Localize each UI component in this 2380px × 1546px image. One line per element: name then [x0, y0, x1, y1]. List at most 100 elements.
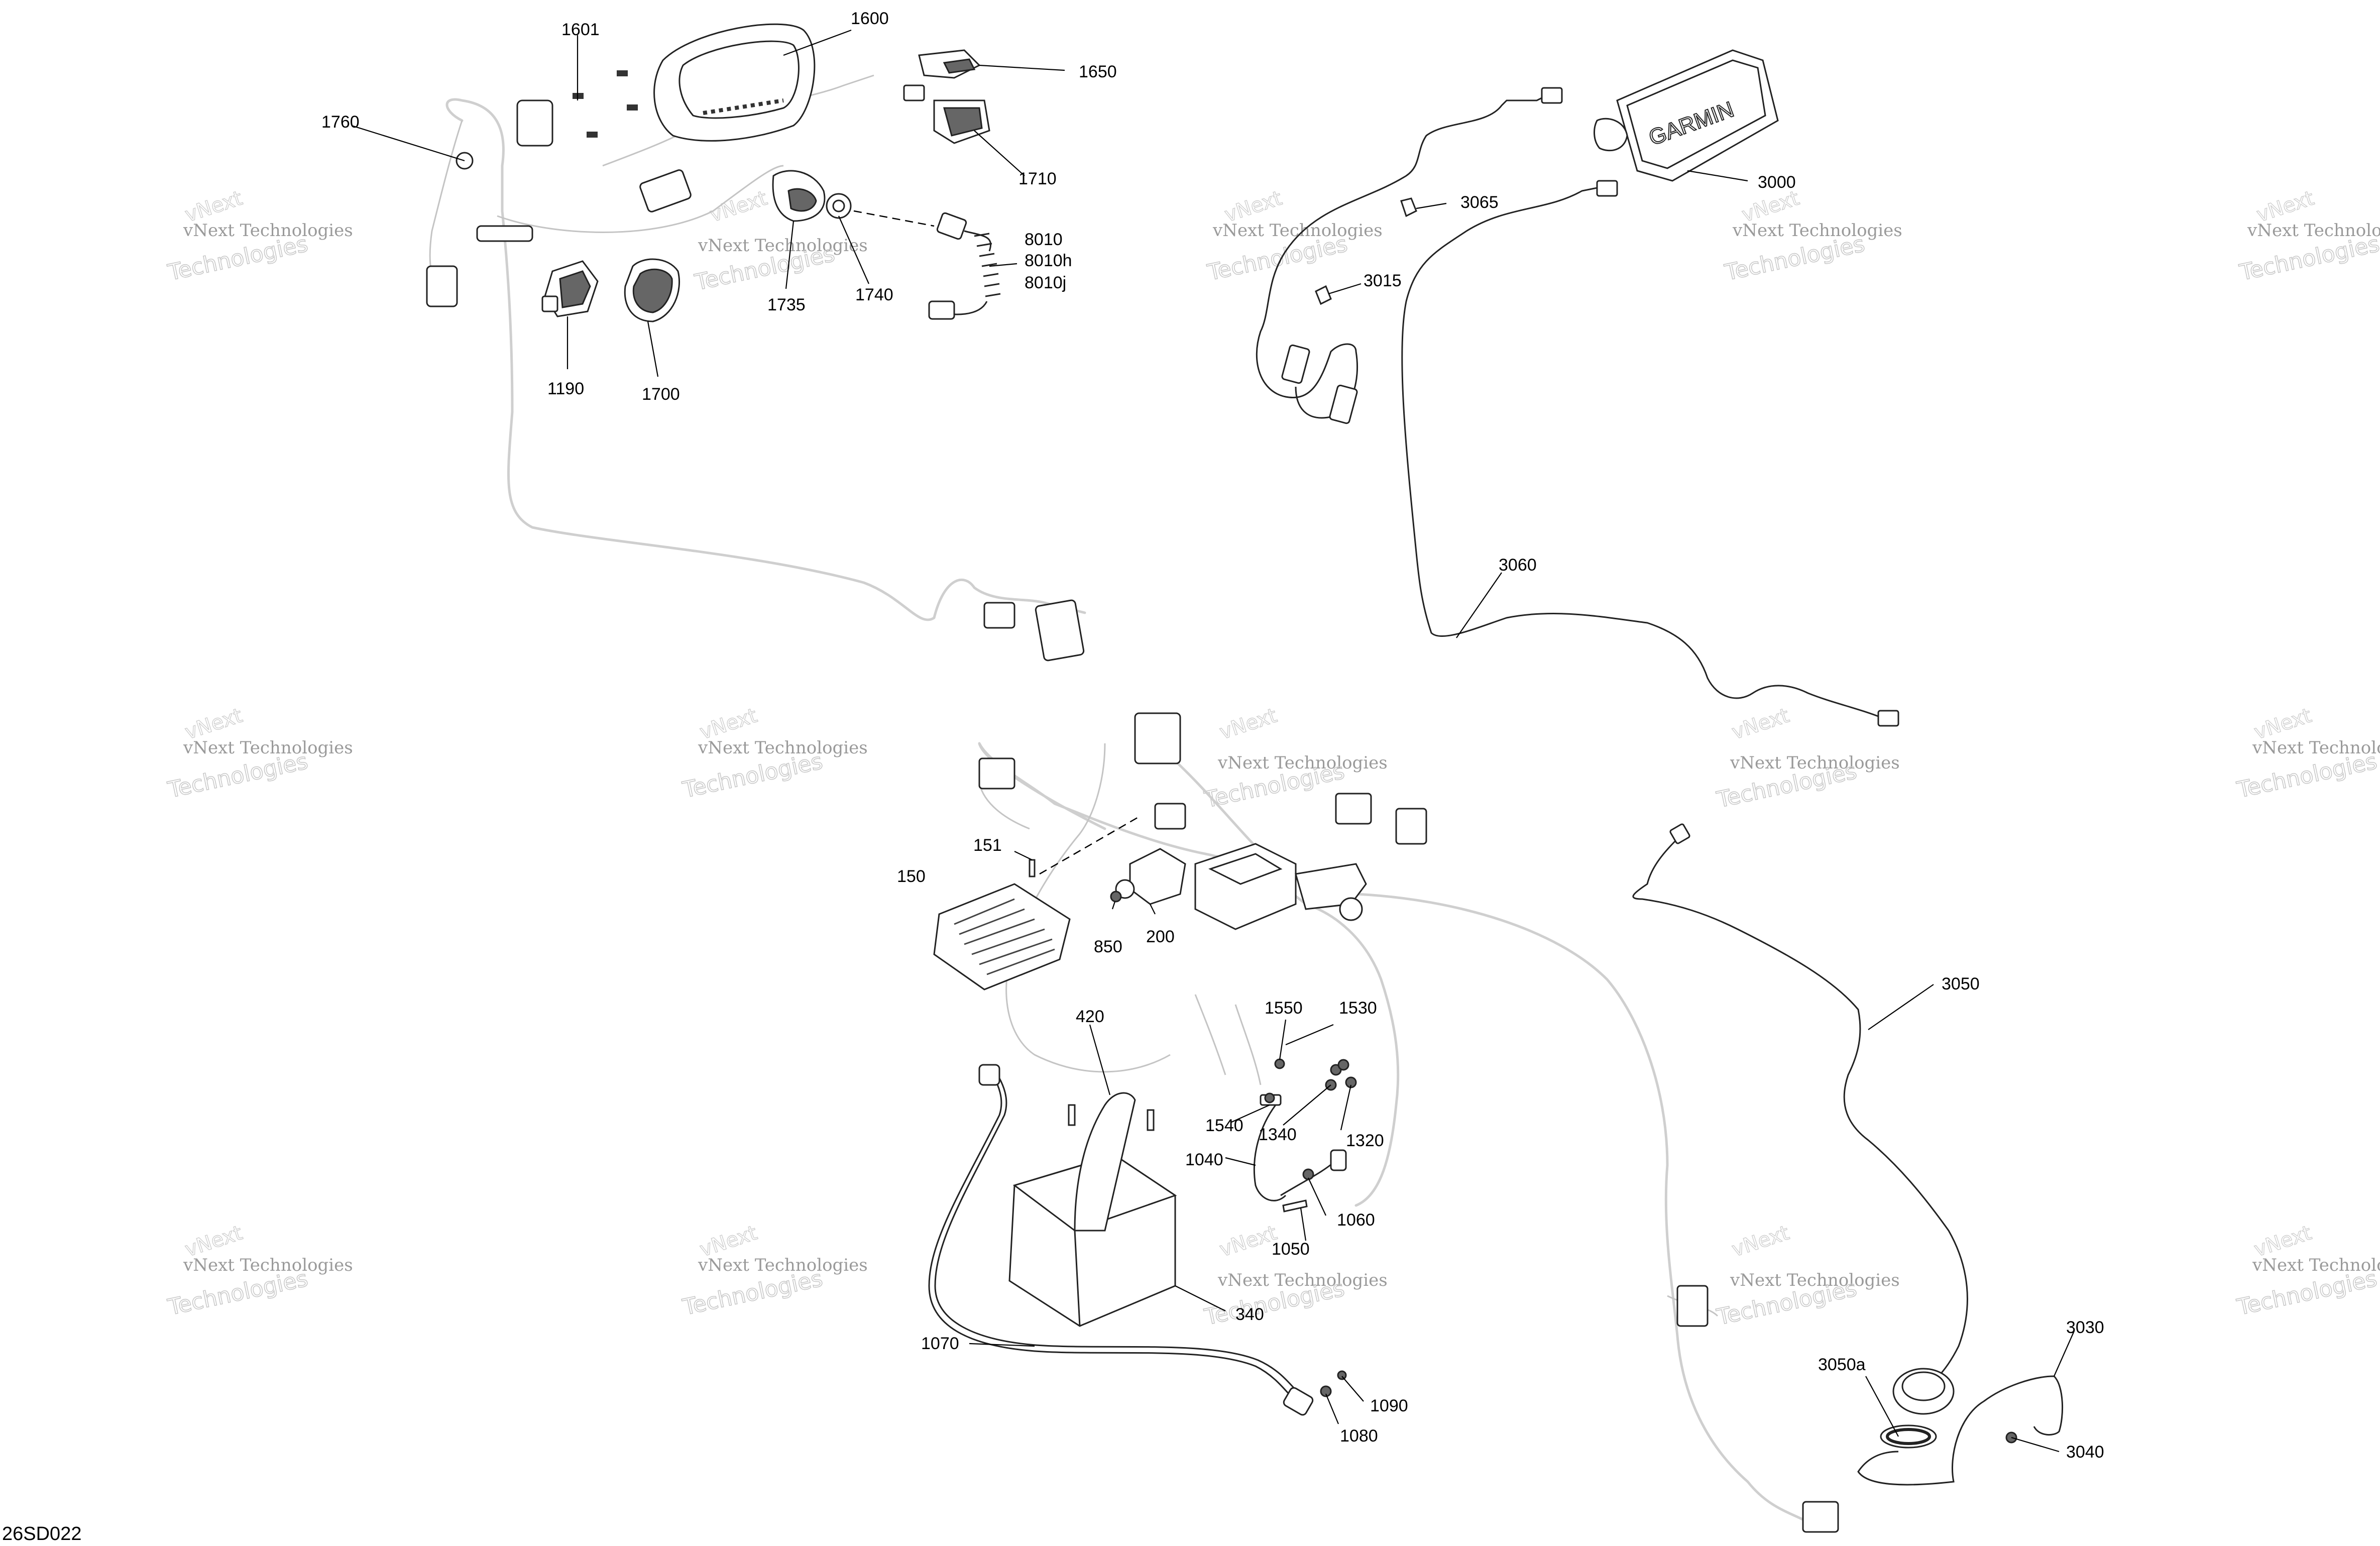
callout-3060: 3060	[1499, 556, 1537, 575]
harness-connector	[1335, 793, 1372, 825]
watermark: vNext vNext Technologies Technologies	[165, 186, 353, 286]
svg-text:vNext Technologies: vNext Technologies	[2247, 220, 2380, 241]
diagram-code: 26SD022	[2, 1523, 81, 1543]
nut-1090	[1337, 1370, 1347, 1380]
callout-1650: 1650	[1079, 62, 1117, 81]
svg-text:vNext Technologies: vNext Technologies	[2252, 1255, 2380, 1275]
callout-labels: 1601 1600 1650 1760 1710 8010 8010h 8010…	[321, 9, 2104, 1462]
connector-1650	[903, 49, 981, 101]
screw-151	[1029, 859, 1036, 877]
svg-text:vNext Technologies: vNext Technologies	[183, 1255, 353, 1275]
harness-connector	[516, 99, 553, 147]
callout-1601: 1601	[561, 20, 600, 39]
svg-text:vNext: vNext	[1729, 704, 1792, 744]
callout-151: 151	[973, 836, 1002, 855]
harness-bracket	[1295, 863, 1367, 921]
callout-3065: 3065	[1460, 193, 1499, 212]
callout-1040: 1040	[1185, 1150, 1223, 1169]
callout-1550: 1550	[1265, 999, 1303, 1018]
gps-wiring	[1256, 87, 1899, 727]
callout-1060: 1060	[1337, 1210, 1375, 1230]
svg-text:vNext: vNext	[1217, 704, 1280, 744]
harness-connector	[1134, 712, 1181, 764]
svg-text:vNext Technologies: vNext Technologies	[1732, 220, 1902, 241]
svg-text:vNext: vNext	[1217, 1222, 1280, 1262]
assembly-dash-line	[1039, 815, 1141, 875]
callout-850: 850	[1094, 937, 1122, 956]
harness-connector	[1395, 808, 1427, 845]
watermark: vNext vNext Technologies Technologies	[165, 704, 353, 804]
watermark-layer: vNext vNext Technologies Technologies vN…	[165, 186, 2380, 1331]
harness-connector	[983, 602, 1015, 629]
watermark: vNext vNext Technologies Technologies	[2237, 186, 2380, 286]
svg-text:vNext Technologies: vNext Technologies	[1212, 220, 1383, 241]
callout-3000: 3000	[1758, 173, 1796, 192]
fuse-box	[1194, 843, 1297, 930]
svg-text:vNext Technologies: vNext Technologies	[698, 738, 868, 758]
lower-wiring-harness	[978, 712, 1839, 1533]
nut-850	[1110, 891, 1122, 903]
callout-8010j: 8010j	[1025, 273, 1066, 292]
bolt-1050	[1282, 1199, 1308, 1212]
socket-1735	[772, 170, 826, 222]
callout-1700: 1700	[642, 385, 680, 404]
watermark: vNext vNext Technologies Technologies	[1714, 1221, 1900, 1331]
switch-1710	[933, 99, 990, 144]
watermark: vNext vNext Technologies Technologies	[1722, 186, 1902, 286]
callout-1070: 1070	[921, 1334, 959, 1353]
svg-text:vNext Technologies: vNext Technologies	[698, 1255, 868, 1275]
callout-1735: 1735	[767, 295, 806, 314]
battery-strap-420	[1068, 1092, 1155, 1232]
callout-1050: 1050	[1272, 1240, 1310, 1259]
svg-text:vNext: vNext	[1729, 1222, 1792, 1262]
callout-1190: 1190	[547, 379, 584, 398]
watermark: vNext vNext Technologies Technologies	[2234, 1221, 2380, 1321]
sensor-cable-3050	[1632, 823, 1968, 1392]
callout-200: 200	[1146, 927, 1175, 946]
watermark: vNext vNext Technologies Technologies	[1714, 704, 1900, 813]
coiled-cable-8010	[928, 212, 1001, 320]
harness-connector	[1676, 1285, 1709, 1327]
callout-340: 340	[1235, 1305, 1264, 1324]
watermark: vNext vNext Technologies Technologies	[680, 1221, 868, 1321]
callout-1320: 1320	[1346, 1131, 1384, 1150]
callout-3050a: 3050a	[1818, 1355, 1866, 1374]
voltage-regulator-150	[933, 883, 1071, 990]
callout-3030: 3030	[2066, 1318, 2104, 1337]
harness-connector	[1035, 599, 1085, 661]
svg-text:vNext Technologies: vNext Technologies	[1730, 753, 1900, 773]
callout-1760: 1760	[321, 113, 360, 132]
starter-solenoid-200	[1115, 848, 1186, 905]
callout-420: 420	[1076, 1007, 1104, 1026]
battery-cable-1070	[928, 1064, 1314, 1416]
depth-sensor-3050a	[1880, 1368, 1955, 1449]
callout-3015: 3015	[1364, 271, 1402, 290]
callout-1340: 1340	[1259, 1125, 1297, 1144]
harness-connector	[426, 265, 458, 307]
callout-1540: 1540	[1205, 1116, 1243, 1135]
callout-3050: 3050	[1942, 974, 1980, 993]
harness-connector	[639, 169, 692, 212]
assembly-dash-line	[853, 210, 935, 227]
bracket-3030	[1857, 1375, 2063, 1486]
switch-1700	[624, 258, 681, 322]
relay-1190	[541, 260, 599, 317]
svg-text:vNext Technologies: vNext Technologies	[183, 220, 353, 241]
callout-3040: 3040	[2066, 1443, 2104, 1462]
watermark: vNext vNext Technologies Technologies	[165, 1221, 353, 1321]
watermark: vNext vNext Technologies Technologies	[2234, 704, 2380, 804]
leader-lines	[351, 29, 2075, 1453]
callout-1600: 1600	[851, 9, 889, 28]
callout-150: 150	[897, 867, 926, 886]
svg-text:vNext Technologies: vNext Technologies	[698, 236, 868, 256]
watermark: vNext vNext Technologies Technologies	[1205, 186, 1383, 286]
harness-connector	[476, 225, 533, 242]
digital-gauge	[653, 23, 816, 142]
svg-text:vNext Technologies: vNext Technologies	[2252, 738, 2380, 758]
svg-text:vNext Technologies: vNext Technologies	[1217, 753, 1388, 773]
callout-8010: 8010	[1025, 230, 1063, 249]
svg-text:vNext Technologies: vNext Technologies	[1217, 1270, 1388, 1290]
callout-1530: 1530	[1339, 999, 1377, 1018]
callout-8010h: 8010h	[1025, 251, 1072, 270]
